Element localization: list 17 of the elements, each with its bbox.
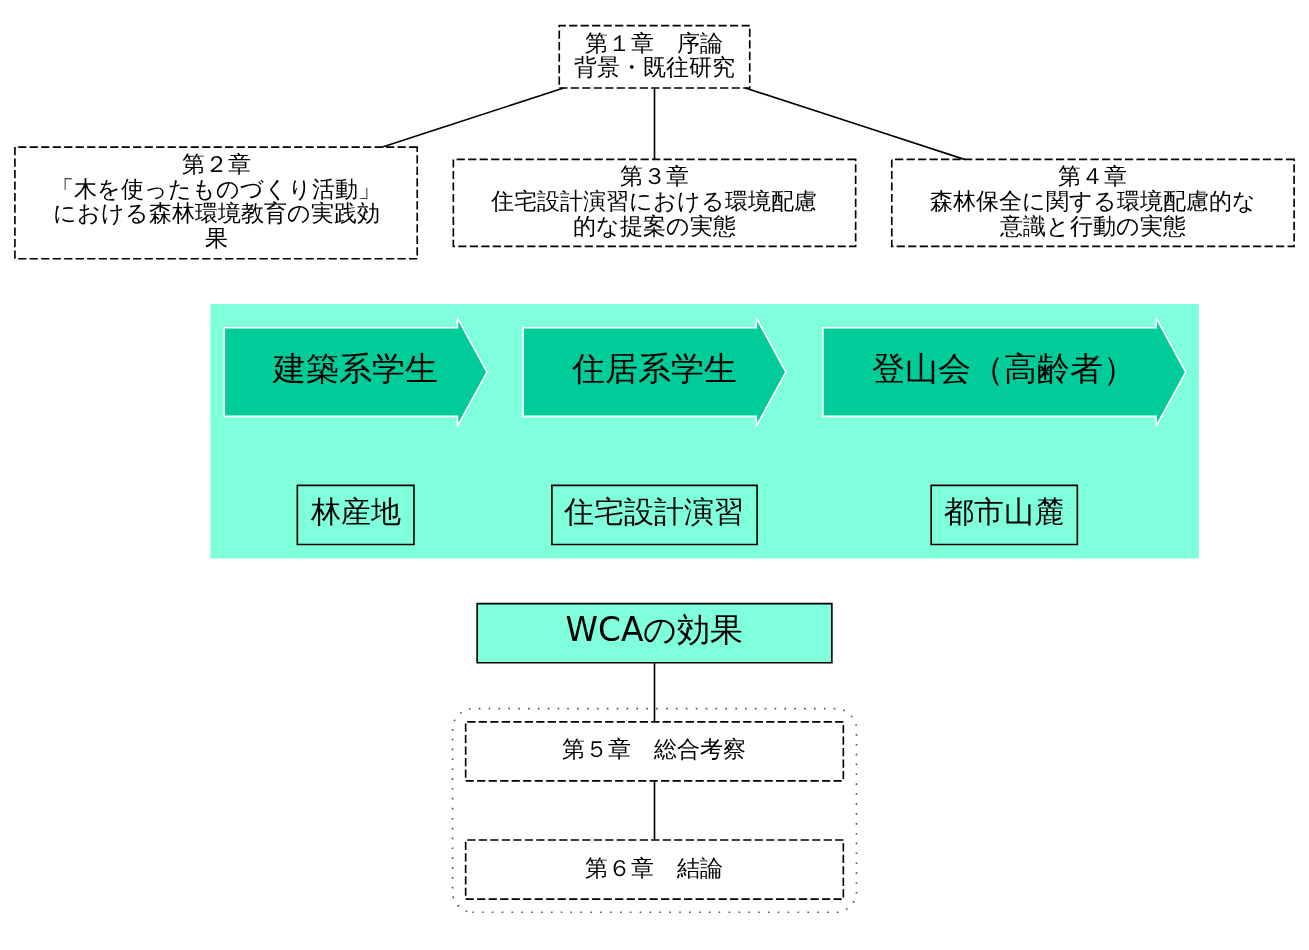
connector (653, 661, 656, 722)
cluster (210, 303, 1199, 558)
node-box: 第６章 結論 (464, 838, 845, 900)
node-box: 第２章 「木を使ったものづくり活動」における森林環境教育の実践効果 (14, 145, 419, 260)
connector (653, 780, 656, 841)
cluster (451, 707, 858, 913)
node-box: 住宅設計演習 (551, 484, 758, 545)
connector (381, 86, 565, 148)
connector (744, 86, 966, 160)
connector (653, 86, 656, 160)
node-box: 都市山麓 (930, 484, 1079, 545)
node-box: WCAの効果 (476, 602, 833, 664)
node-box: 第５章 総合考察 (464, 720, 845, 782)
node-box: 林産地 (296, 484, 415, 545)
node-box: 第３章 住宅設計演習における環境配慮的な提案の実態 (452, 158, 857, 247)
node-box: 第１章 序論 背景・既往研究 (558, 24, 751, 89)
node-box: 第４章 森林保全に関する環境配慮的な意識と行動の実態 (890, 158, 1295, 247)
